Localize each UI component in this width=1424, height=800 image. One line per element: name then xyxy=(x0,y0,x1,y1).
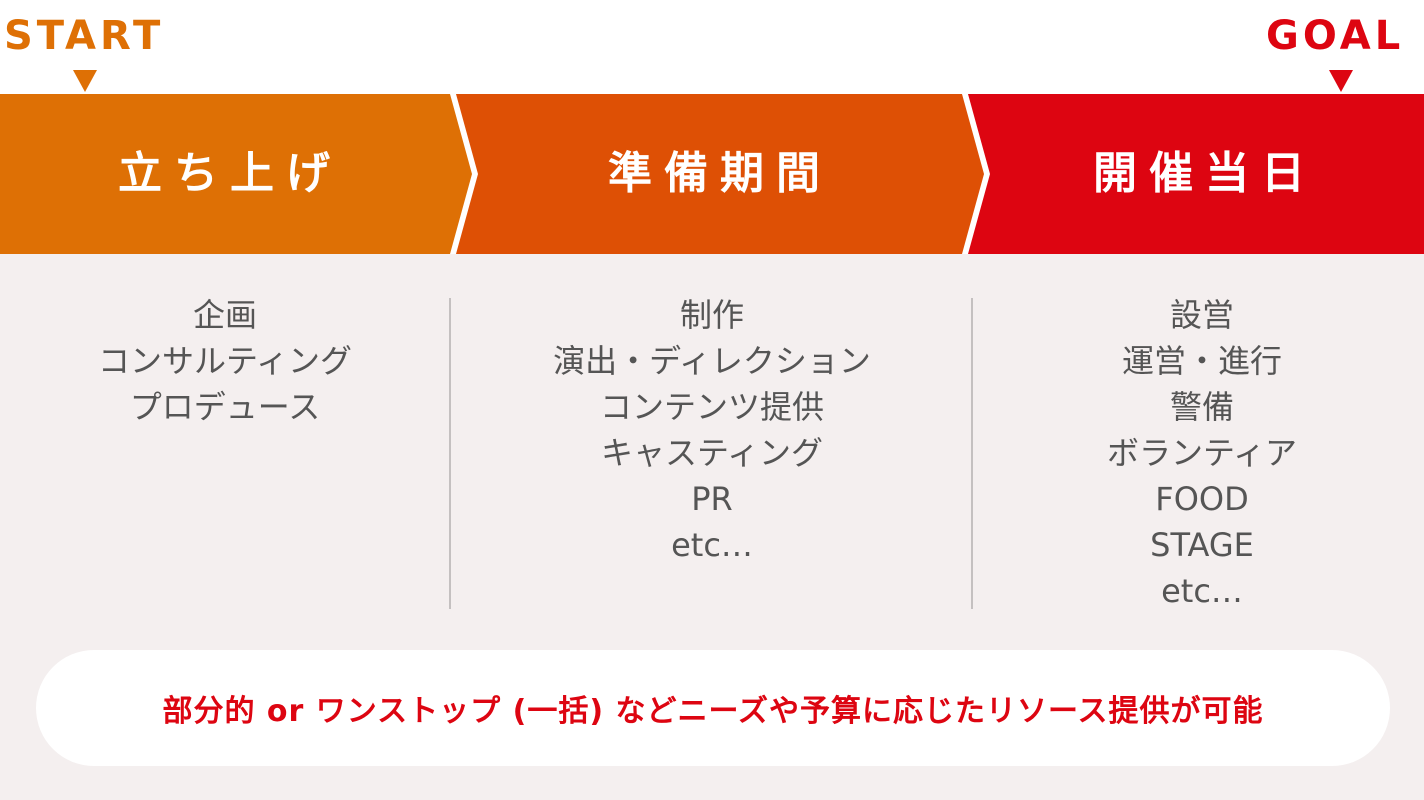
column-divider xyxy=(971,298,973,609)
list-item: FOOD xyxy=(1155,480,1249,518)
stage-3-title: 開催当日 xyxy=(1093,148,1317,199)
list-item: ボランティア xyxy=(1106,434,1298,472)
header-area: START GOAL xyxy=(0,0,1424,94)
list-item: 警備 xyxy=(1169,388,1234,426)
list-item: プロデュース xyxy=(129,388,321,426)
list-item: PR xyxy=(691,480,733,518)
list-item: コンサルティング xyxy=(97,342,353,380)
list-item: 企画 xyxy=(192,296,257,334)
summary-pill: 部分的 or ワンストップ (一括) などニーズや予算に応じたリソース提供が可能 xyxy=(36,650,1390,766)
stage-1-list: 企画 コンサルティング プロデュース xyxy=(0,292,450,430)
list-item: 設営 xyxy=(1169,296,1234,334)
goal-arrow-icon xyxy=(1329,70,1353,92)
list-item: 制作 xyxy=(679,296,744,334)
list-item: キャスティング xyxy=(600,434,824,472)
start-arrow-icon xyxy=(73,70,97,92)
list-item: etc… xyxy=(1161,572,1243,610)
stage-2-list: 制作 演出・ディレクション コンテンツ提供 キャスティング PR etc… xyxy=(452,292,972,568)
start-label: START xyxy=(4,13,165,59)
stage-banner: 立ち上げ 準備期間 開催当日 xyxy=(0,94,1424,254)
stage-3-list: 設営 運営・進行 警備 ボランティア FOOD STAGE etc… xyxy=(974,292,1424,614)
list-item: 運営・進行 xyxy=(1121,342,1282,380)
stage-chevrons xyxy=(0,94,1424,254)
goal-label: GOAL xyxy=(1266,13,1405,59)
list-item: etc… xyxy=(671,526,753,564)
list-item: コンテンツ提供 xyxy=(599,388,824,426)
list-item: STAGE xyxy=(1150,526,1254,564)
stage-2-title: 準備期間 xyxy=(608,148,832,199)
stage-1-title: 立ち上げ xyxy=(118,148,342,199)
stage-1-shape xyxy=(0,94,472,254)
column-divider xyxy=(449,298,451,609)
list-item: 演出・ディレクション xyxy=(553,342,871,380)
summary-message: 部分的 or ワンストップ (一括) などニーズや予算に応じたリソース提供が可能 xyxy=(162,694,1264,729)
